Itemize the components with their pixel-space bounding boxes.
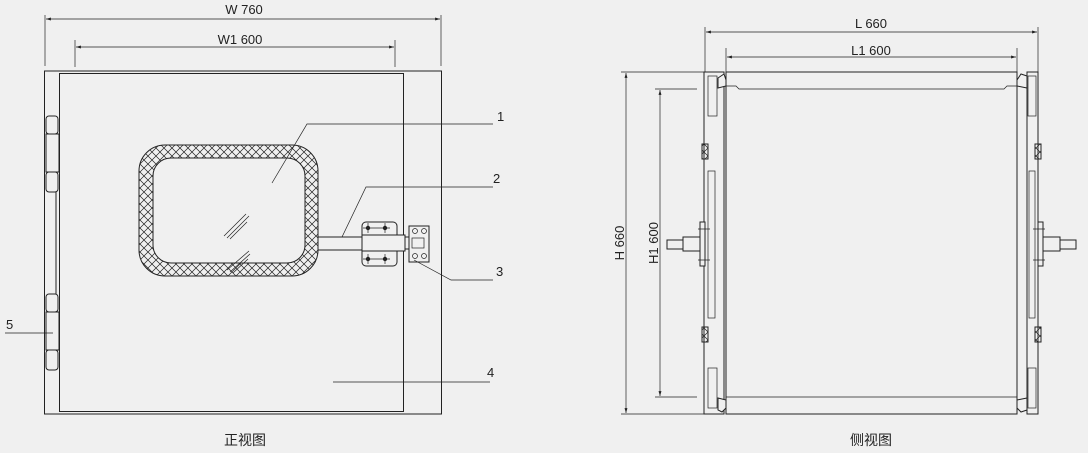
dimension-inner-height: H1 600 [646,88,697,398]
dimension-width: W 760 [44,2,442,66]
label-2: 2 [493,171,500,186]
dimension-length: L 660 [704,16,1039,72]
dimension-inner-width: W1 600 [74,32,396,67]
dim-inner-length-label: L1 600 [851,43,891,58]
left-door-side [666,71,727,415]
left-latch [666,221,710,267]
right-latch [1033,221,1077,267]
right-door-side [1016,71,1077,415]
cabinet-body [725,71,1018,415]
dim-width-label: W 760 [225,2,263,17]
front-view: W 760 W1 600 [5,2,504,448]
door-latch [408,225,430,263]
glass-reflection-icon [223,213,250,240]
dim-inner-height-label: H1 600 [646,222,661,264]
label-3: 3 [496,264,503,279]
dimension-inner-length: L1 600 [725,43,1018,72]
dim-height-label: H 660 [612,226,627,261]
door-handle [317,221,420,267]
label-4: 4 [487,365,494,380]
viewing-window [138,144,319,277]
label-1: 1 [497,109,504,124]
cabinet-outline [44,70,442,415]
dim-inner-width-label: W1 600 [218,32,263,47]
front-view-caption: 正视图 [224,432,266,448]
label-5: 5 [6,317,13,332]
side-view: L 660 L1 600 H 660 H1 600 [612,16,1077,448]
dim-length-label: L 660 [855,16,887,31]
side-view-caption: 侧视图 [850,432,892,448]
hinge-bottom [45,293,60,371]
hinge-top [45,115,60,193]
